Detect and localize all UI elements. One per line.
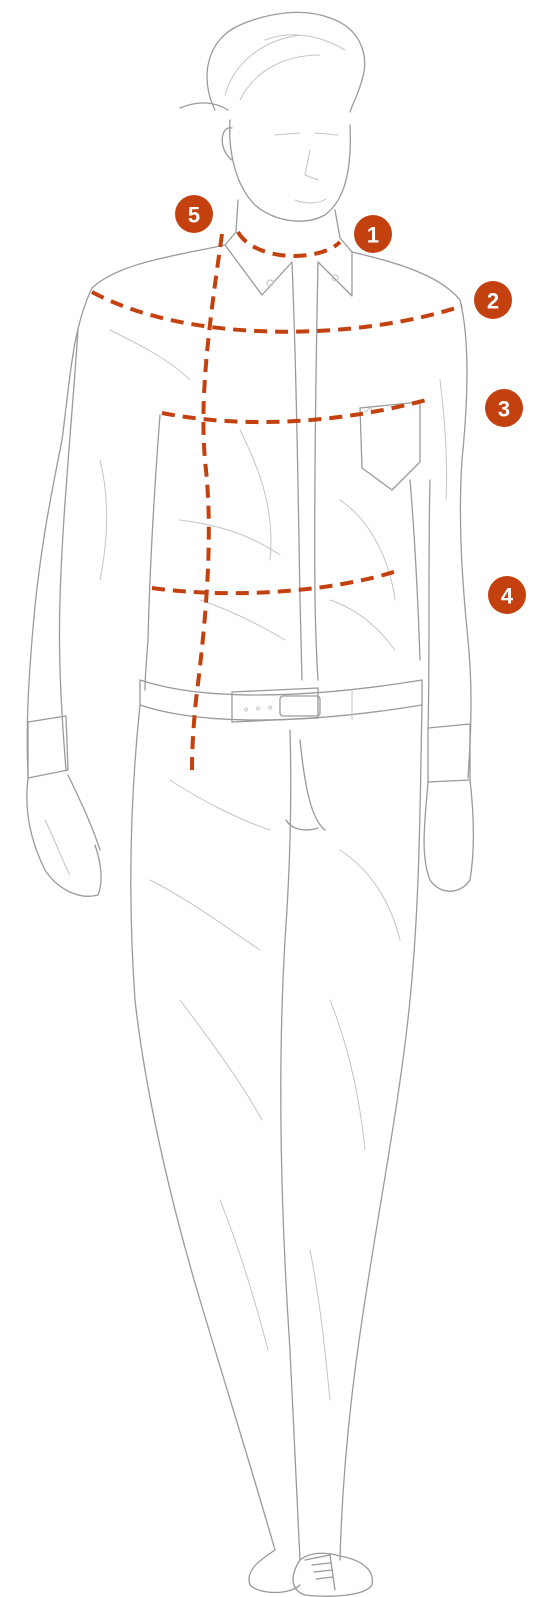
badge-3-label: 3 <box>498 397 510 422</box>
badge-4-label: 4 <box>501 584 514 609</box>
badge-2-label: 2 <box>487 289 499 314</box>
measure-line-waist <box>152 570 400 593</box>
measurement-lines <box>92 232 462 772</box>
measure-line-shoulder <box>92 292 462 332</box>
badge-5-label: 5 <box>188 203 200 228</box>
badge-1-label: 1 <box>367 223 379 248</box>
badge-3: 3 <box>485 389 523 427</box>
badge-2: 2 <box>474 281 512 319</box>
badge-5: 5 <box>175 195 213 233</box>
measure-line-neck <box>238 232 340 256</box>
man-sketch <box>27 12 474 1596</box>
badge-1: 1 <box>354 215 392 253</box>
badge-4: 4 <box>488 576 526 614</box>
